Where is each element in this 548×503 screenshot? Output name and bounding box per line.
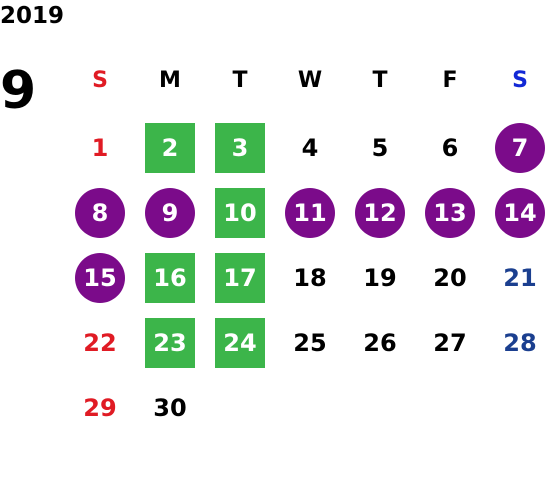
day-cell[interactable]: 5 <box>345 115 415 180</box>
day-cell[interactable]: 3 <box>205 115 275 180</box>
week-row: 29 30 <box>65 375 548 440</box>
day-cell[interactable]: 18 <box>275 245 345 310</box>
day-cell[interactable]: 29 <box>65 375 135 440</box>
day-number-circled: 12 <box>355 187 405 238</box>
day-number-circled: 15 <box>75 252 125 303</box>
day-cell[interactable]: 10 <box>205 180 275 245</box>
day-number-boxed: 24 <box>215 317 265 368</box>
day-number-boxed: 10 <box>215 187 265 238</box>
day-cell[interactable]: 12 <box>345 180 415 245</box>
day-cell[interactable]: 28 <box>485 310 548 375</box>
day-number: 4 <box>301 133 319 162</box>
day-number-boxed: 3 <box>215 122 265 173</box>
day-cell[interactable]: 4 <box>275 115 345 180</box>
day-number: 19 <box>363 263 397 292</box>
day-number: 5 <box>371 133 389 162</box>
day-number-boxed: 23 <box>145 317 195 368</box>
year-label: 2019 <box>0 3 65 29</box>
day-number-circled: 14 <box>495 187 545 238</box>
empty-cell <box>415 375 485 440</box>
day-cell[interactable]: 17 <box>205 245 275 310</box>
day-cell[interactable]: 1 <box>65 115 135 180</box>
weekday-mon: M <box>159 67 181 93</box>
weekday-wed: W <box>297 67 323 93</box>
day-number: 27 <box>433 328 467 357</box>
weekday-sat: S <box>512 67 528 93</box>
day-cell[interactable]: 22 <box>65 310 135 375</box>
day-number-boxed: 17 <box>215 252 265 303</box>
week-row: 15 16 17 18 19 20 21 <box>65 245 548 310</box>
day-number: 20 <box>433 263 467 292</box>
day-number: 1 <box>91 133 109 162</box>
day-cell[interactable]: 25 <box>275 310 345 375</box>
empty-cell <box>485 375 548 440</box>
empty-cell <box>275 375 345 440</box>
day-cell[interactable]: 6 <box>415 115 485 180</box>
empty-cell <box>345 375 415 440</box>
day-number: 21 <box>503 263 537 292</box>
day-number-circled: 13 <box>425 187 475 238</box>
day-number-circled: 9 <box>145 187 195 238</box>
day-cell[interactable]: 27 <box>415 310 485 375</box>
day-cell[interactable]: 13 <box>415 180 485 245</box>
day-number-boxed: 16 <box>145 252 195 303</box>
day-cell[interactable]: 15 <box>65 245 135 310</box>
day-cell[interactable]: 16 <box>135 245 205 310</box>
day-cell[interactable]: 24 <box>205 310 275 375</box>
day-number: 6 <box>441 133 459 162</box>
day-number: 28 <box>503 328 537 357</box>
weekday-tue: T <box>232 67 248 93</box>
month-number: 9 <box>0 61 37 121</box>
day-number: 26 <box>363 328 397 357</box>
day-cell[interactable]: 7 <box>485 115 548 180</box>
day-cell[interactable]: 8 <box>65 180 135 245</box>
day-number-circled: 11 <box>285 187 335 238</box>
day-cell[interactable]: 11 <box>275 180 345 245</box>
day-number: 25 <box>293 328 327 357</box>
day-cell[interactable]: 2 <box>135 115 205 180</box>
day-cell[interactable]: 30 <box>135 375 205 440</box>
weekday-fri: F <box>442 67 458 93</box>
empty-cell <box>205 375 275 440</box>
day-cell[interactable]: 14 <box>485 180 548 245</box>
day-cell[interactable]: 9 <box>135 180 205 245</box>
weekday-header: S M T W T F S <box>65 50 548 115</box>
day-number-circled: 8 <box>75 187 125 238</box>
week-row: 22 23 24 25 26 27 28 <box>65 310 548 375</box>
day-number-boxed: 2 <box>145 122 195 173</box>
day-number: 22 <box>83 328 117 357</box>
day-cell[interactable]: 21 <box>485 245 548 310</box>
weekday-sun: S <box>92 67 108 93</box>
day-number: 18 <box>293 263 327 292</box>
day-cell[interactable]: 19 <box>345 245 415 310</box>
day-number-circled: 7 <box>495 122 545 173</box>
day-cell[interactable]: 23 <box>135 310 205 375</box>
day-cell[interactable]: 20 <box>415 245 485 310</box>
day-number: 30 <box>153 393 187 422</box>
weekday-thu: T <box>372 67 388 93</box>
day-cell[interactable]: 26 <box>345 310 415 375</box>
day-number: 29 <box>83 393 117 422</box>
